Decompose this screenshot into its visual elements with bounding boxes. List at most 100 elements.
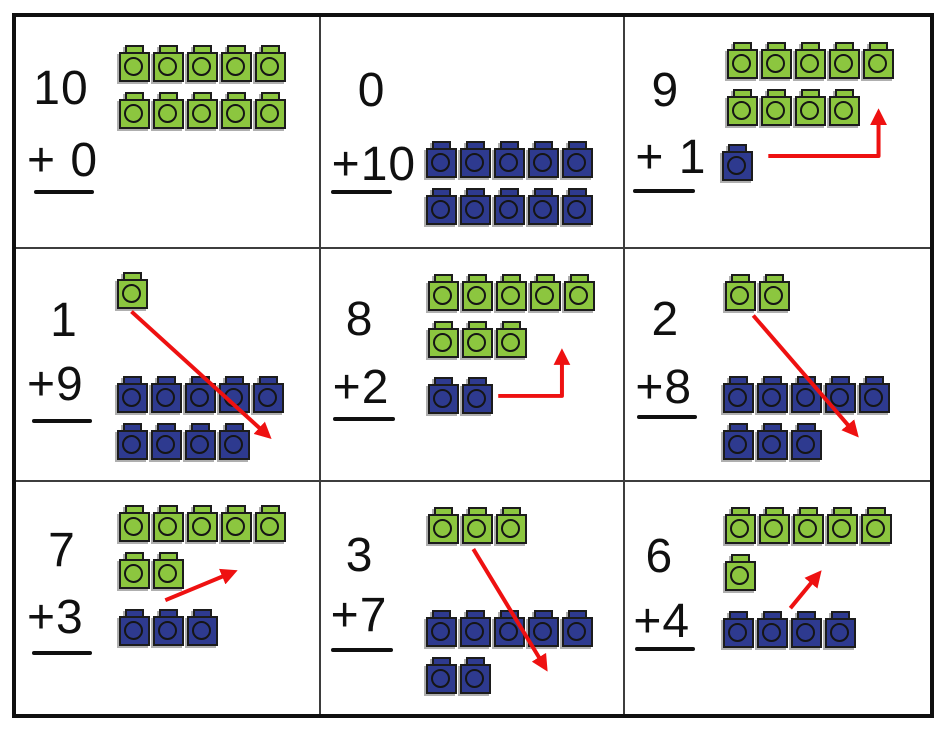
cube-area <box>16 249 319 479</box>
cube-circle <box>534 286 554 306</box>
cube-body <box>151 430 182 461</box>
blue-snap-cube <box>153 608 187 646</box>
cube-circle <box>124 57 143 76</box>
blue-snap-cube <box>527 609 562 647</box>
cube-body <box>827 513 859 544</box>
cube-circle <box>728 388 748 408</box>
problem-cell-1-plus-9: 1 +9 <box>16 249 321 482</box>
cube-circle <box>430 668 450 688</box>
green-snap-cube <box>427 506 462 544</box>
green-snap-cube <box>529 274 564 312</box>
cube-body <box>493 148 525 178</box>
cube-body <box>221 511 252 542</box>
green-snap-cube <box>187 92 221 129</box>
cube-circle <box>124 104 143 123</box>
cube-body <box>255 511 286 542</box>
move-cube-arrow <box>752 314 860 438</box>
blue-snap-cube <box>791 610 825 648</box>
arrow-line <box>768 108 888 158</box>
cube-circle <box>566 153 586 172</box>
cube-circle <box>730 565 750 585</box>
cube-area <box>321 249 624 479</box>
cube-body <box>727 49 759 79</box>
cube-circle <box>730 518 750 538</box>
cube-body <box>527 195 559 225</box>
cube-circle <box>796 435 816 455</box>
top-addend: 0 <box>357 64 386 117</box>
blue-snap-cube <box>425 188 460 225</box>
blue-snap-cube <box>723 423 757 461</box>
cube-body <box>461 384 493 415</box>
cube-body <box>495 328 527 359</box>
cube-body <box>795 49 827 79</box>
cube-circle <box>762 435 782 455</box>
cube-body <box>722 151 754 181</box>
cube-body <box>153 558 184 589</box>
bottom-addend: + 0 <box>27 134 99 187</box>
cube-circle <box>834 101 854 120</box>
cube-body <box>527 616 559 647</box>
cube-circle <box>766 54 786 73</box>
green-snap-cube <box>221 45 255 82</box>
blue-snap-cube <box>722 144 756 181</box>
cube-circle <box>466 518 486 538</box>
green-snap-cube <box>563 274 598 312</box>
green-snap-cube <box>725 274 759 312</box>
green-snap-cube <box>761 89 795 126</box>
cube-body <box>723 617 755 648</box>
arrow-line <box>789 569 822 610</box>
cube-circle <box>464 668 484 688</box>
green-snap-cube <box>153 551 187 589</box>
cube-body <box>561 195 593 225</box>
cube-body <box>185 430 216 461</box>
cube-body <box>761 49 793 79</box>
cube-body <box>561 148 593 178</box>
cube-body <box>425 148 457 178</box>
cube-circle <box>432 389 452 409</box>
cube-circle <box>190 388 209 408</box>
cube-body <box>757 617 789 648</box>
cube-circle <box>432 518 452 538</box>
cube-circle <box>500 518 520 538</box>
cube-body <box>863 49 895 79</box>
blue-snap-cube <box>185 423 219 461</box>
problem-cell-6-plus-4: 6 +4 <box>625 482 930 714</box>
blue-snap-cube <box>527 188 562 225</box>
cube-body <box>187 99 218 129</box>
cube-circle <box>466 333 486 353</box>
cube-body <box>425 195 457 225</box>
cube-body <box>427 281 459 312</box>
green-snap-cube <box>153 45 187 82</box>
cube-circle <box>532 621 552 641</box>
top-addend: 7 <box>48 523 76 577</box>
worksheet-grid: 10 + 0 0 +10 9 + 1 1 +9 8 +2 <box>12 13 934 718</box>
cube-body <box>725 560 757 591</box>
cube-body <box>829 96 861 126</box>
cube-body <box>861 513 893 544</box>
cube-circle <box>866 518 886 538</box>
bottom-addend: +2 <box>332 361 390 415</box>
cube-circle <box>566 200 586 219</box>
cube-body <box>119 558 150 589</box>
blue-snap-cube <box>757 376 791 414</box>
cube-body <box>119 99 150 129</box>
cube-body <box>529 281 561 312</box>
blue-snap-cube <box>561 188 596 225</box>
move-cube-arrow <box>768 108 888 158</box>
cube-circle <box>156 435 175 455</box>
green-snap-cube <box>117 272 151 310</box>
cube-circle <box>466 286 486 306</box>
top-addend: 10 <box>33 62 89 115</box>
blue-snap-cube <box>219 423 253 461</box>
cube-body <box>757 383 789 414</box>
cube-body <box>255 99 286 129</box>
cube-circle <box>834 54 854 73</box>
answer-line <box>32 419 92 424</box>
blue-snap-cube <box>459 188 494 225</box>
cube-body <box>795 96 827 126</box>
cube-body <box>187 511 218 542</box>
cube-circle <box>498 621 518 641</box>
green-snap-cube <box>221 92 255 129</box>
green-snap-cube <box>795 89 829 126</box>
cube-body <box>461 328 493 359</box>
